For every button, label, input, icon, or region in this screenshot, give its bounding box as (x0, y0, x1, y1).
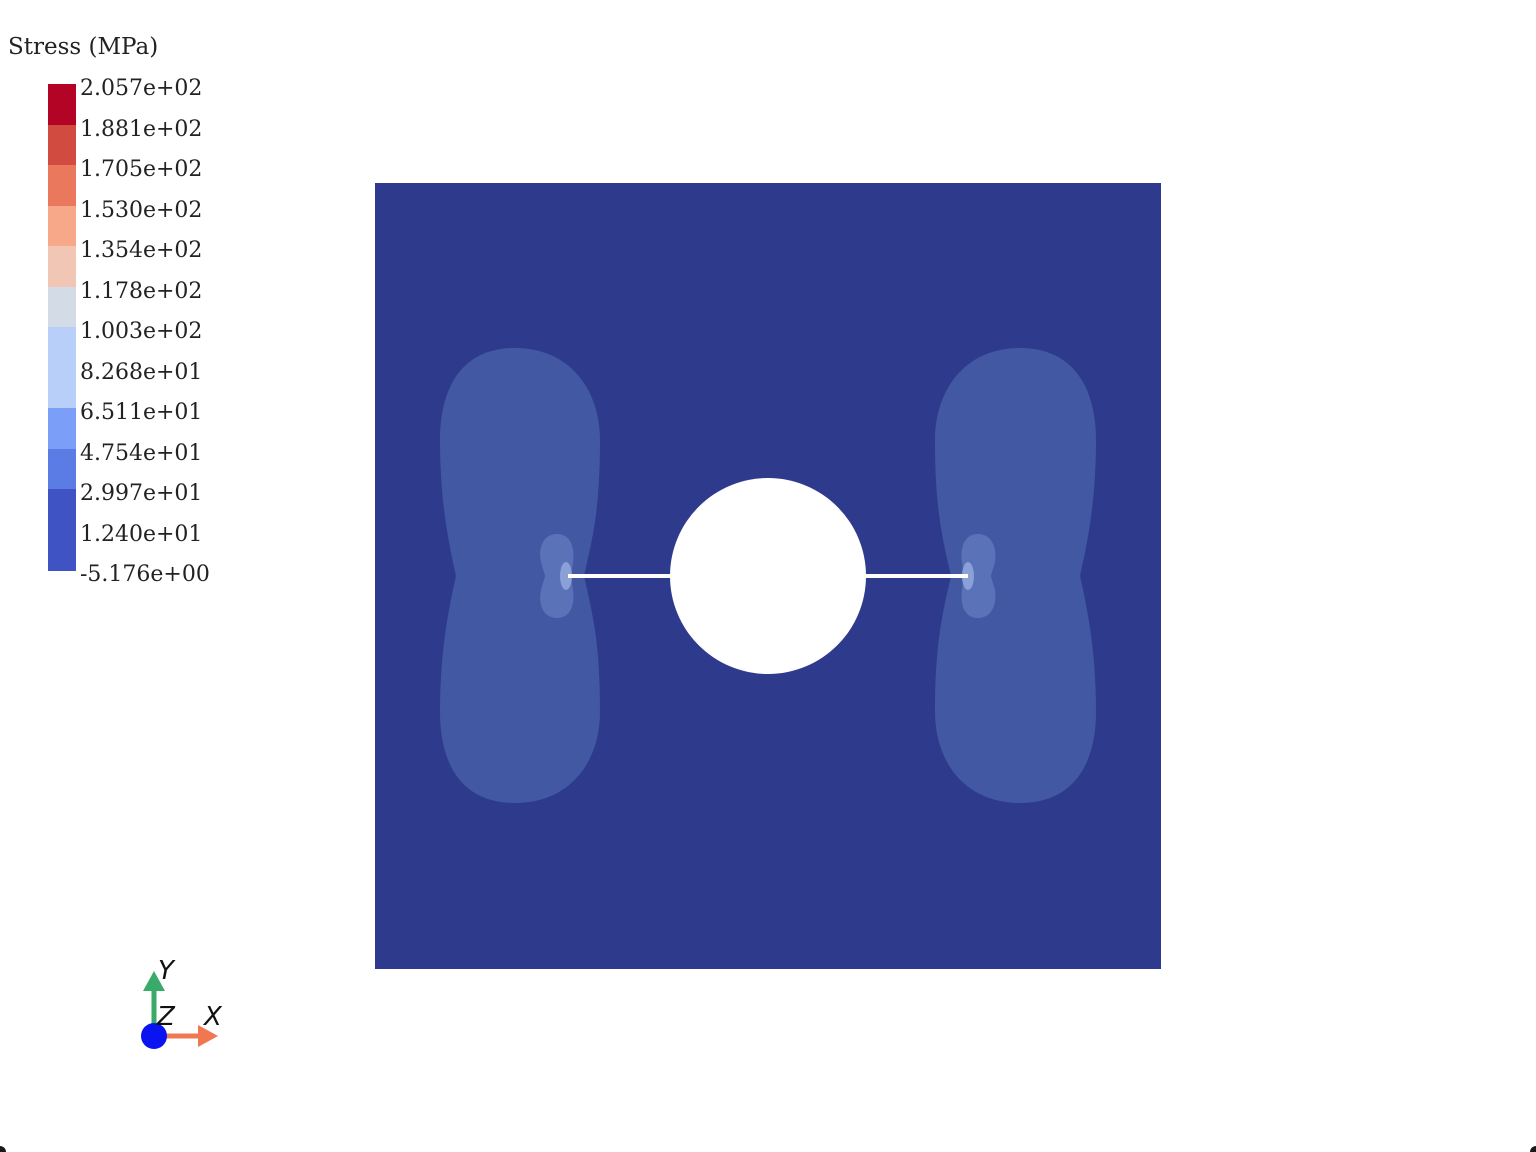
colorbar-tick-label: 6.511e+01 (80, 400, 203, 425)
colorbar-tick-label: 2.057e+02 (80, 76, 203, 101)
y-axis-arrowhead (143, 971, 165, 991)
window-corner (0, 1146, 6, 1152)
colorbar-tick-label: 1.240e+01 (80, 521, 203, 547)
stress-lobe-left (440, 348, 600, 803)
colorbar-segment (48, 408, 76, 449)
z-axis-label: Z (156, 1002, 176, 1032)
legend-title: Stress (MPa) (8, 34, 159, 60)
colorbar-segment (48, 367, 76, 409)
window-corner (1530, 1146, 1536, 1152)
crack-left (568, 574, 672, 578)
colorbar-segment (48, 448, 76, 490)
colorbar-segment (48, 327, 76, 368)
colorbar-segment (48, 84, 76, 125)
crack-right (864, 574, 968, 578)
x-axis-label: X (202, 1002, 223, 1032)
colorbar-segment (48, 286, 76, 328)
y-axis-label: Y (158, 956, 176, 986)
colorbar-tick-label: 1.881e+02 (80, 116, 203, 142)
colorbar-tick-label: 2.997e+01 (80, 481, 203, 506)
center-hole (670, 478, 866, 674)
colorbar-tick-label: 1.003e+02 (80, 319, 203, 344)
colorbar-tick-label: 4.754e+01 (80, 440, 203, 466)
colorbar-tick-label: 1.530e+02 (80, 197, 203, 223)
crack-tip-zone-right (961, 534, 996, 618)
colorbar-segment (48, 529, 76, 571)
x-axis-arrowhead (198, 1025, 218, 1047)
colorbar-segment (48, 124, 76, 166)
colorbar-tick-label: -5.176e+00 (80, 562, 210, 587)
colorbar-segment (48, 489, 76, 530)
colorbar-tick-label: 1.705e+02 (80, 157, 203, 182)
colorbar-tick-label: 1.178e+02 (80, 278, 203, 304)
orientation-triad[interactable]: Y Z X (130, 955, 240, 1055)
crack-tip-core-left (560, 562, 572, 590)
colorbar-tick-label: 1.354e+02 (80, 238, 203, 263)
colorbar-segment (48, 205, 76, 247)
stress-lobe-right (935, 348, 1096, 803)
colorbar-segment (48, 246, 76, 287)
colorbar-tick-label: 8.268e+01 (80, 359, 203, 385)
colorbar-segment (48, 165, 76, 206)
crack-tip-zone-left (540, 534, 574, 618)
colorbar (48, 84, 76, 571)
z-axis-dot (141, 1023, 167, 1049)
